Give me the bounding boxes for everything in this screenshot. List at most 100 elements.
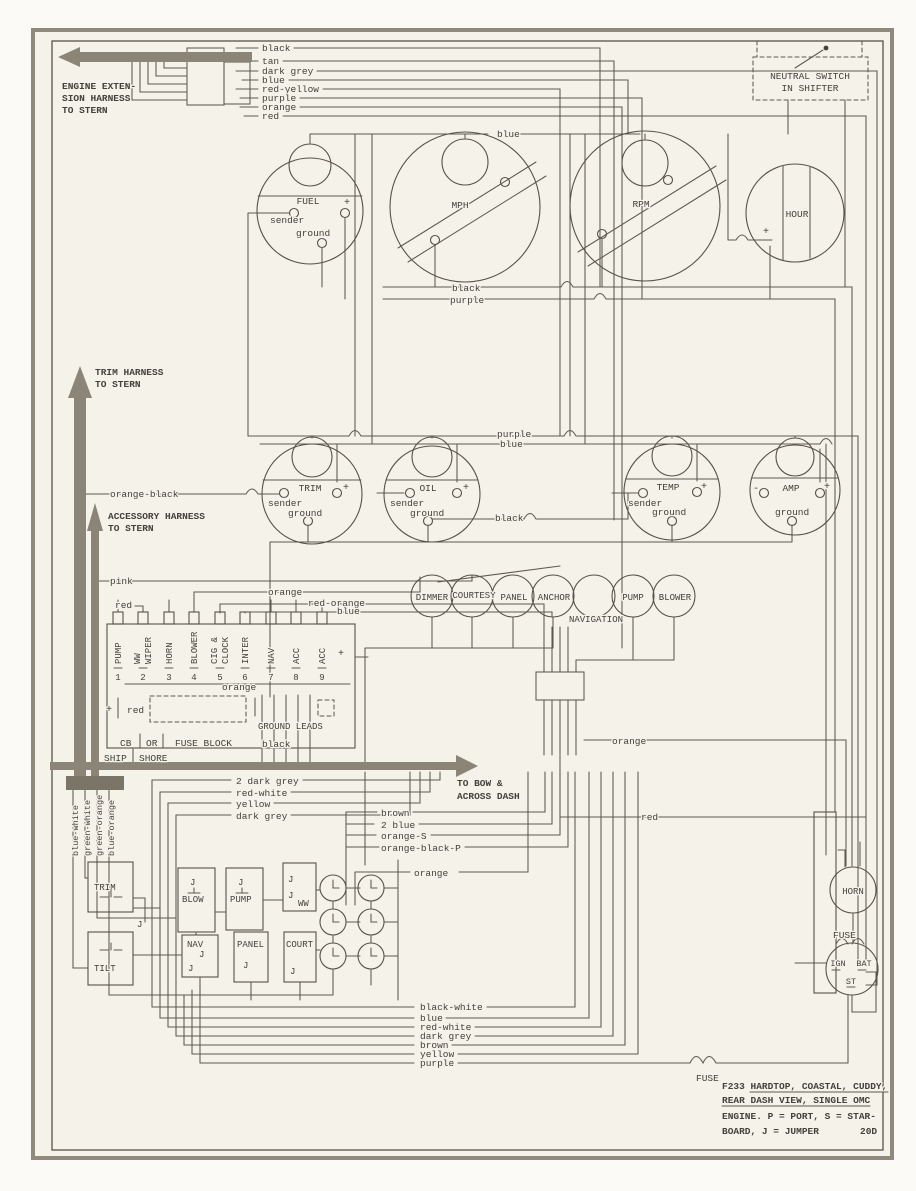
wire-label-blue-bottom: blue [420, 1013, 443, 1024]
temp-gauge-label: TEMP [657, 482, 680, 493]
mph-gauge-label: MPH [451, 200, 468, 211]
fuel-gauge-label: FUEL [297, 196, 320, 207]
wire-label-red-battery: red [127, 705, 144, 716]
wire-label-blue-switch: blue [337, 606, 360, 617]
engine-harness-label2: SION HARNESS [62, 93, 131, 104]
lamp-circles [319, 874, 385, 970]
cb-label: CB [120, 738, 132, 749]
blow-switch-label: BLOW [182, 895, 204, 905]
neutral-switch-label2: IN SHIFTER [781, 83, 838, 94]
ground-leads-label: GROUND LEADS [258, 722, 323, 732]
accessory-harness-label2: TO STERN [108, 523, 154, 534]
engine-harness-label3: TO STERN [62, 105, 108, 116]
accessory-harness-label: ACCESSORY HARNESS [108, 511, 205, 522]
oil-gauge: OIL + sender ground [383, 436, 481, 543]
fuse-pos6-number: 6 [242, 673, 247, 683]
jumper-label: J [137, 920, 142, 930]
page-number: 20D [860, 1126, 877, 1137]
court-switch-label: COURT [286, 940, 314, 950]
ground-terminal-label: ground [288, 508, 322, 519]
wire-label-black-row1: black [452, 283, 481, 294]
neutral-switch: NEUTRAL SWITCH IN SHIFTER [752, 40, 869, 101]
bat-terminal-label: BAT [856, 959, 871, 969]
wire-label-black-ground: black [262, 739, 291, 750]
jumper-label: J [288, 875, 293, 885]
amp-gauge-label: AMP [782, 483, 799, 494]
jumper-label: J [288, 891, 293, 901]
wire-label-orange-black-p: orange-black-P [381, 843, 461, 854]
wire-label-blue-orange: blue-orange [107, 800, 117, 856]
fuel-gauge: FUEL + sender ground [256, 143, 364, 265]
trim-gauge: TRIM + sender ground [261, 436, 363, 545]
ground-terminal-label: ground [652, 507, 686, 518]
wire-label-2darkgrey: 2 dark grey [236, 776, 299, 787]
switch-contact-dot [823, 45, 829, 51]
panel-light-label: PANEL [500, 593, 527, 603]
sender-terminal-label: sender [268, 498, 302, 509]
engine-harness-callout: ENGINE EXTEN- SION HARNESS TO STERN blac… [61, 42, 321, 124]
nav-switch-label: NAV [187, 940, 204, 950]
wire-label-yellow-bottom: yellow [420, 1049, 455, 1060]
wire-label-black-row2: black [495, 513, 524, 524]
fuse-pos8-label: ACC [292, 647, 302, 664]
engine-wire-black: black [262, 43, 291, 54]
fuse-pos2-label: WW [133, 653, 143, 664]
wire-label-2blue-b: 2 blue [381, 820, 416, 831]
amp-gauge: AMP - + ground [749, 437, 841, 536]
pump-switch-label: PUMP [230, 895, 252, 905]
engine-wire-red: red [262, 111, 279, 122]
to-bow-label: TO BOW & [457, 778, 503, 789]
fuse-pos1-label: PUMP [114, 642, 124, 664]
dash-lights-row: DIMMER COURTESY PANEL ANCHOR NAVIGATION … [410, 574, 696, 626]
fuse-pos3-number: 3 [166, 673, 171, 683]
wire-label-brown-bottom: brown [420, 1040, 449, 1051]
fuse-block: PUMP WW WIPER HORN BLOWER CIG & CLOCK IN… [103, 611, 356, 765]
wire-label-red-cb: red [115, 600, 132, 611]
horn-ignition: HORN FUSE IGN BAT ST [813, 811, 879, 996]
fuse-pos6-label: INTER [241, 636, 251, 664]
rpm-gauge-label: RPM [632, 199, 649, 210]
wire-label-red-mid: red [641, 812, 658, 823]
plus-terminal-label: + [701, 482, 707, 493]
fuse-pos3-label: HORN [165, 642, 175, 664]
engine-harness-arrow [58, 47, 252, 67]
ship-label: SHIP [104, 753, 127, 764]
trim-harness-label2: TO STERN [95, 379, 141, 390]
fuse-label-bottom: FUSE [696, 1073, 719, 1084]
plus-terminal-label: + [343, 483, 349, 494]
jumper-label: J [238, 878, 243, 888]
trim-gauge-label: TRIM [299, 483, 322, 494]
pump-light-label: PUMP [622, 593, 644, 603]
fuse-pos4-label: BLOWER [190, 631, 200, 664]
wire-label-purple-row2: purple [497, 429, 532, 440]
accessory-wire-labels: blue-white green-white green-orange blue… [70, 793, 119, 857]
fuse-pos1-number: 1 [115, 673, 120, 683]
fuse-pos8-number: 8 [293, 673, 298, 683]
title-line4: BOARD, J = JUMPER [722, 1126, 819, 1137]
title-line3: ENGINE. P = PORT, S = STAR- [722, 1111, 876, 1122]
minus-terminal-label: - [753, 484, 759, 495]
wire-label-orange-s: orange-S [381, 831, 427, 842]
wire-label-red-white-bottom: red-white [420, 1022, 472, 1033]
engine-wire-blue: blue [262, 75, 285, 86]
wire-label-orange-low: orange [414, 868, 449, 879]
ww-switch-label: WW [298, 899, 309, 909]
fuse-pos2-label2: WIPER [144, 636, 154, 664]
fuse-pos5-number: 5 [217, 673, 222, 683]
to-bow-label2: ACROSS DASH [457, 791, 520, 802]
fuse-pos7-number: 7 [268, 673, 273, 683]
to-bow-arrow [50, 755, 478, 777]
wire-label-blue-white: blue-white [71, 805, 81, 856]
trim-harness-arrow [68, 366, 92, 780]
jumper-label: J [290, 967, 295, 977]
wire-label-red-orange: red-orange [308, 598, 365, 609]
engine-wire-orange: orange [262, 102, 297, 113]
fuse-pos5-label: CIG & [210, 636, 220, 664]
title-block: F233 HARDTOP, COASTAL, CUDDY, REAR DASH … [721, 1080, 889, 1139]
courtesy-light-label: COURTESY [452, 591, 496, 601]
blower-light-label: BLOWER [659, 593, 692, 603]
wiring-lines [72, 47, 878, 1065]
wire-label-blue-row2: blue [500, 439, 523, 450]
